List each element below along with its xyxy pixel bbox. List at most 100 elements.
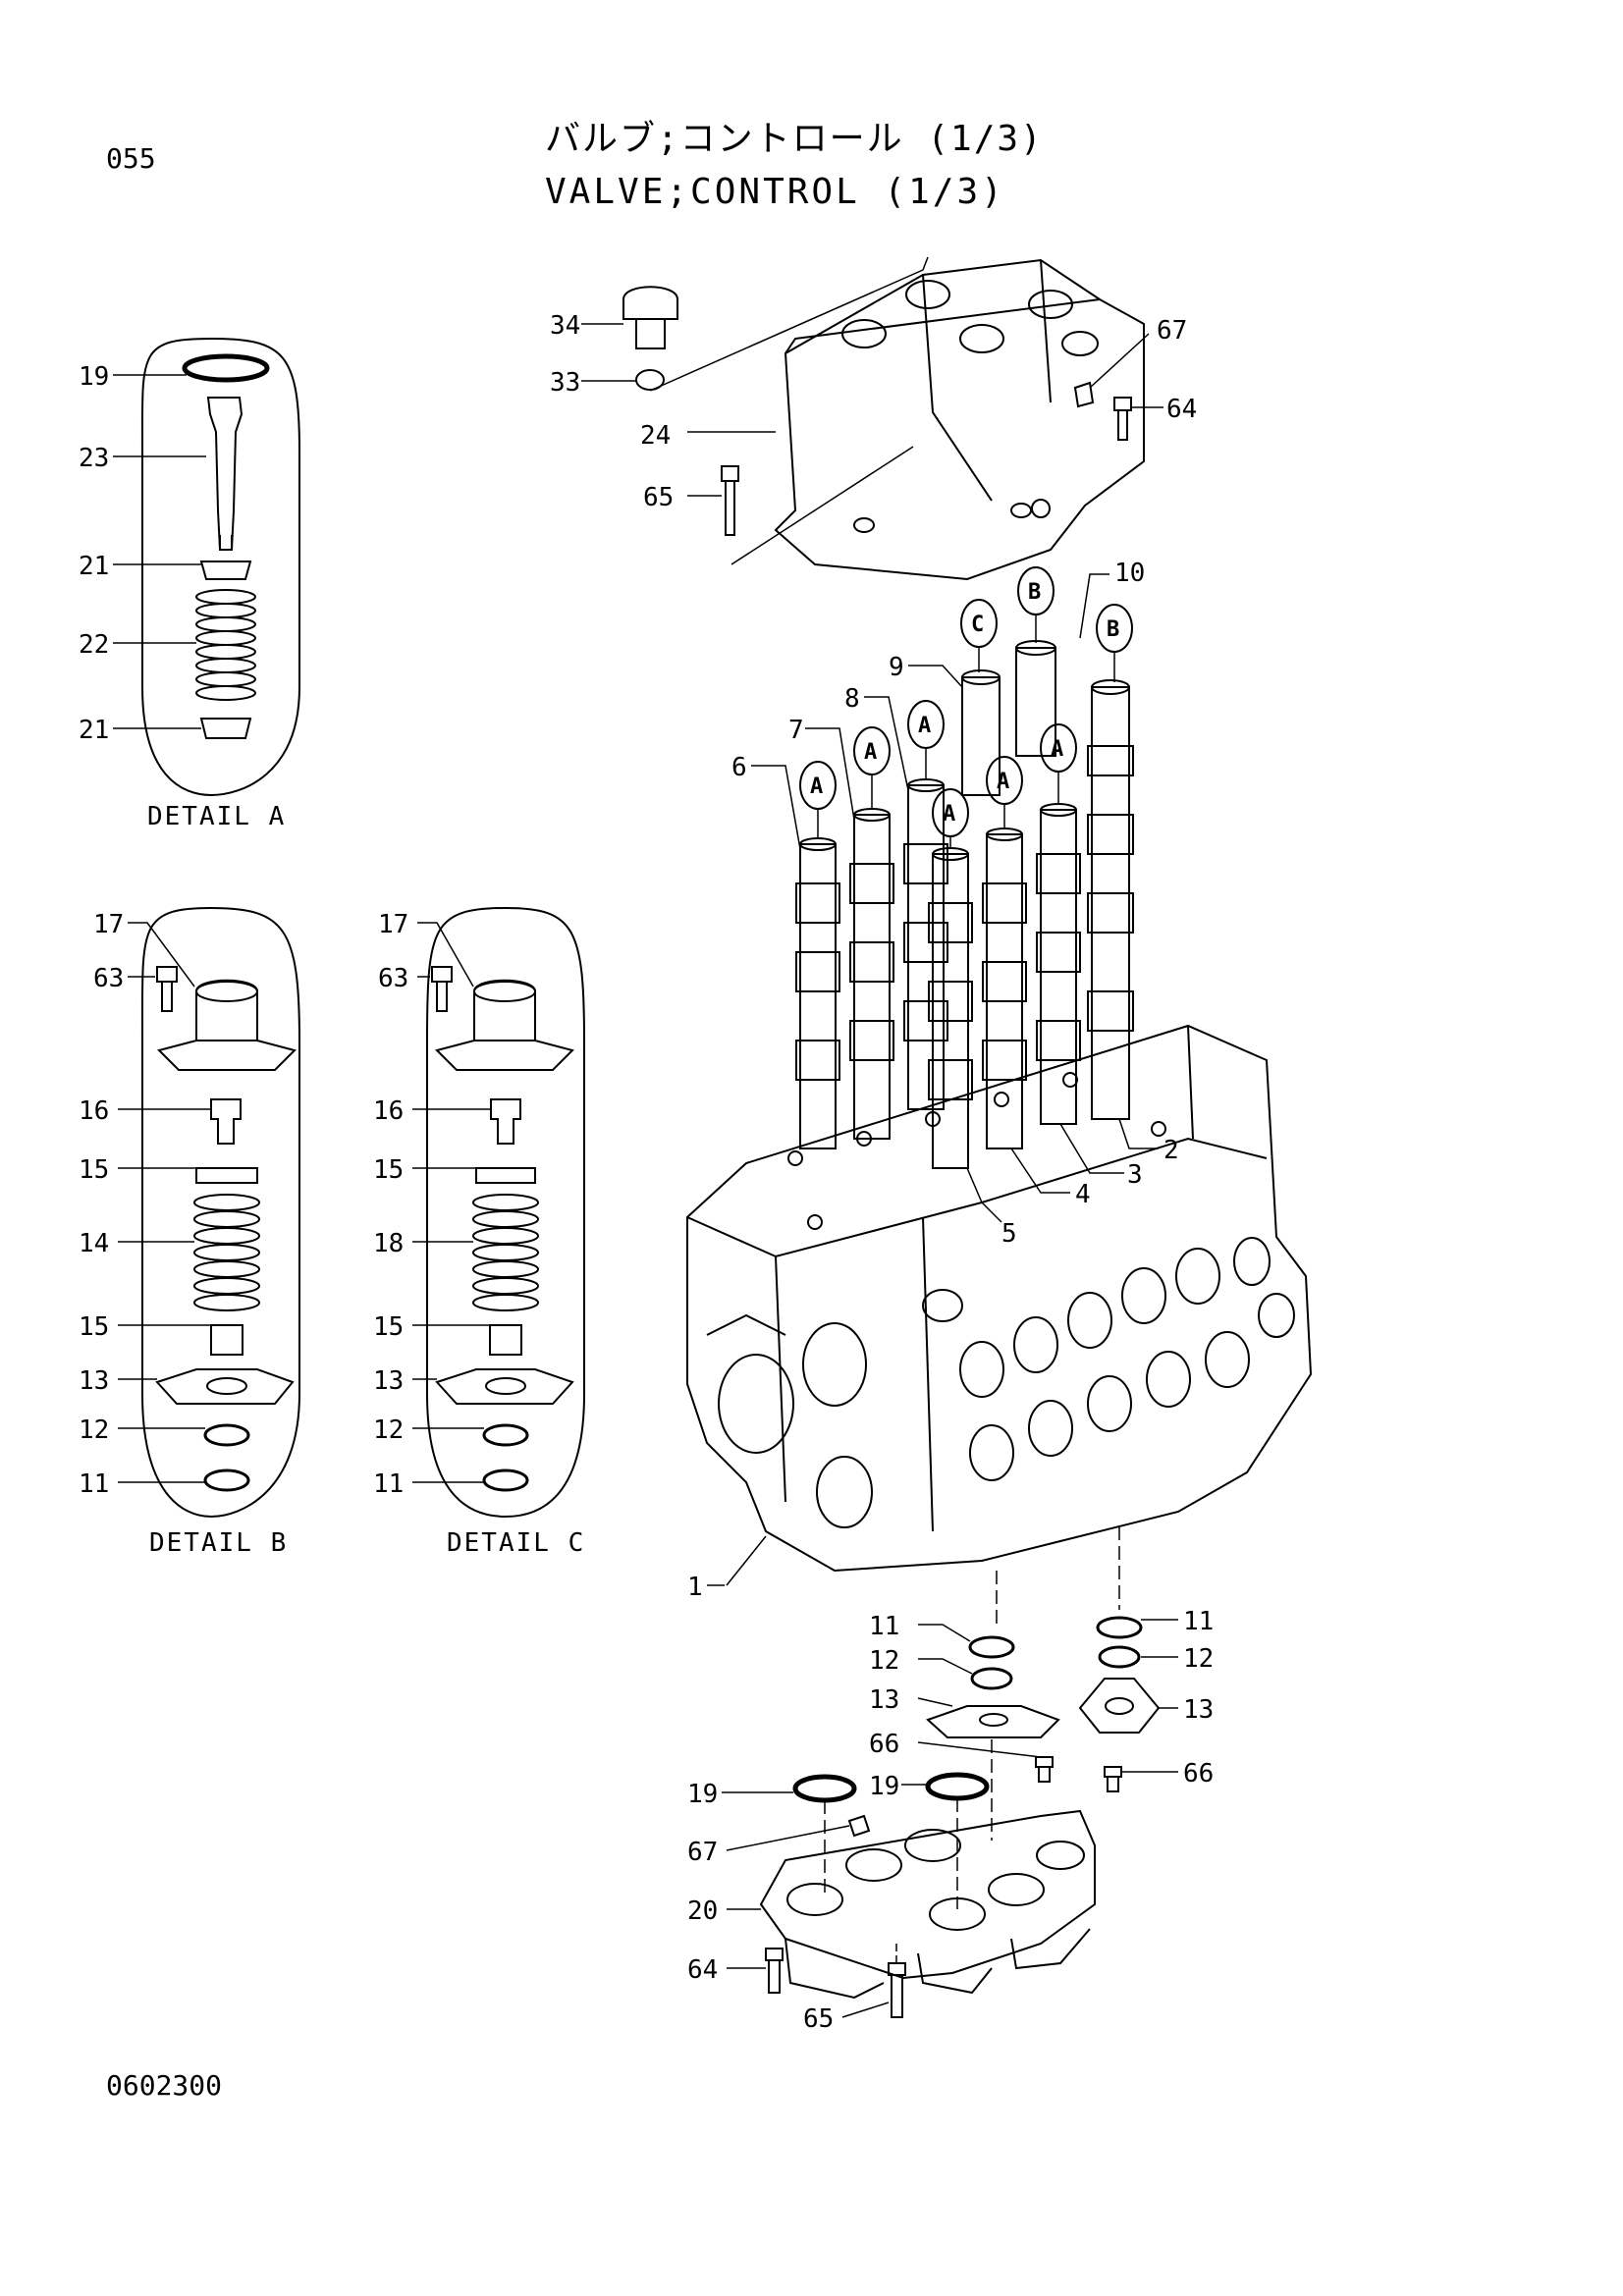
o-ring-19 (925, 1772, 990, 1801)
seat-15-upper (195, 1167, 258, 1184)
label-15: 15 (373, 1155, 404, 1185)
spool-assembly: B C B A A A A (731, 559, 1179, 1249)
page-number: 055 (106, 142, 156, 175)
label-11: 11 (373, 1469, 404, 1499)
detail-b-caption: DETAIL B (149, 1528, 288, 1558)
seat-15-lower (489, 1324, 522, 1356)
label-10: 10 (1114, 559, 1145, 588)
flange-17 (435, 1040, 574, 1071)
spool-3 (1036, 803, 1081, 1125)
spool-leaders (751, 573, 1159, 1223)
label-15: 15 (79, 1155, 109, 1185)
balloon-a-3: A (907, 700, 945, 780)
svg-text:B: B (1028, 580, 1041, 605)
ring-11 (482, 1468, 529, 1492)
label-8: 8 (844, 684, 860, 714)
detail-b-leaders (118, 922, 211, 1483)
bottom-parts: 11 12 13 66 11 12 13 66 19 19 67 20 64 6… (687, 1607, 1214, 2034)
ring-12 (1098, 1645, 1141, 1669)
label-12: 12 (79, 1415, 109, 1445)
label-67: 67 (687, 1838, 718, 1867)
bolt-63 (156, 966, 178, 1012)
page-title-japanese: バルブ;コントロール (1/3) (545, 119, 1044, 159)
label-66: 66 (1183, 1759, 1214, 1789)
ring-11 (1096, 1616, 1143, 1639)
svg-text:A: A (997, 770, 1009, 794)
top-cover-assembly: 34 33 24 65 67 64 (550, 256, 1197, 581)
ring-12 (482, 1423, 529, 1447)
label-4: 4 (1075, 1180, 1091, 1209)
label-5: 5 (1001, 1219, 1017, 1249)
balloon-a-2: A (853, 726, 891, 810)
label-63: 63 (378, 964, 408, 993)
cap-17 (195, 979, 258, 1041)
detail-b: 17 63 16 15 14 15 13 12 11 DETAIL B (79, 906, 300, 1558)
label-16: 16 (373, 1096, 404, 1126)
bolt-65 (721, 465, 739, 536)
label-3: 3 (1127, 1160, 1143, 1190)
label-21: 21 (79, 716, 109, 745)
detail-c: 17 63 16 15 18 15 13 12 11 DETAIL C (373, 906, 585, 1558)
label-15: 15 (373, 1312, 404, 1342)
label-34: 34 (550, 311, 580, 341)
label-22: 22 (79, 630, 109, 660)
detail-b-outline (140, 906, 300, 1519)
detail-a-caption: DETAIL A (147, 802, 286, 831)
page-title: VALVE;CONTROL (1/3) (545, 172, 1005, 212)
svg-text:B: B (1107, 617, 1119, 642)
spring-22 (195, 589, 256, 701)
cover-24 (774, 297, 1145, 581)
label-64: 64 (1166, 395, 1197, 424)
label-17: 17 (93, 910, 124, 939)
plate-13 (155, 1368, 295, 1405)
ring-12 (203, 1423, 250, 1447)
drawing-number: 0602300 (106, 2069, 223, 2102)
bolt-64 (1113, 397, 1132, 441)
bolt-63 (431, 966, 453, 1012)
svg-text:C: C (971, 613, 984, 637)
ring-11 (968, 1635, 1015, 1659)
seat-15-upper (475, 1167, 536, 1184)
label-11: 11 (1183, 1607, 1214, 1636)
label-63: 63 (93, 964, 124, 993)
bolt-64 (765, 1948, 784, 1994)
o-ring-19 (792, 1774, 857, 1803)
detail-a-leaders (113, 374, 206, 729)
label-64: 64 (687, 1955, 718, 1985)
spool-4 (982, 828, 1027, 1149)
top-leaders (581, 256, 1163, 565)
label-9: 9 (889, 653, 904, 682)
bottom-leaders (722, 1619, 1178, 2018)
label-17: 17 (378, 910, 408, 939)
spool-6 (795, 837, 840, 1149)
plate-13 (435, 1368, 574, 1405)
spool-10 (1087, 679, 1134, 1120)
detail-c-outline (426, 906, 585, 1519)
washer-21-lower (199, 718, 252, 739)
spring-14 (193, 1194, 260, 1311)
svg-text:A: A (1051, 737, 1063, 762)
o-ring-19 (182, 353, 270, 383)
label-12: 12 (869, 1646, 899, 1676)
plug-67 (1073, 381, 1095, 408)
detail-a-outline (140, 337, 300, 797)
label-21: 21 (79, 552, 109, 581)
svg-text:A: A (943, 802, 955, 827)
detail-c-leaders (412, 922, 491, 1483)
label-66: 66 (869, 1730, 899, 1759)
bolt-66 (1035, 1756, 1054, 1783)
label-20: 20 (687, 1896, 718, 1926)
ring-12 (970, 1667, 1013, 1690)
spool-9 (961, 669, 1001, 796)
label-65: 65 (643, 483, 674, 512)
spring-18 (472, 1194, 539, 1311)
label-67: 67 (1157, 316, 1187, 346)
cap-17 (473, 979, 536, 1041)
plate-13 (926, 1705, 1060, 1738)
svg-text:A: A (864, 740, 877, 765)
label-19: 19 (687, 1780, 718, 1809)
label-16: 16 (79, 1096, 109, 1126)
label-13: 13 (373, 1366, 404, 1396)
label-23: 23 (79, 444, 109, 473)
ring-11 (203, 1468, 250, 1492)
